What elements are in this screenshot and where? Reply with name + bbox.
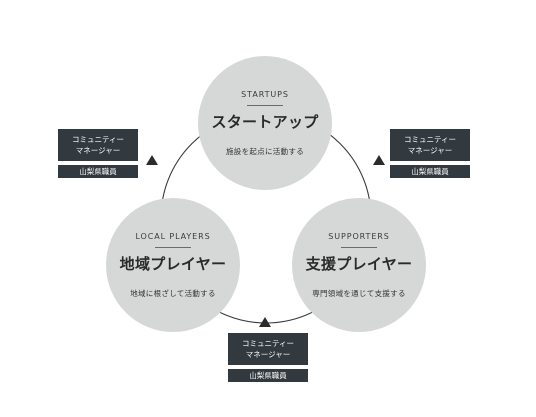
badge-line-2: マネージャー xyxy=(75,146,121,155)
badge-line-2: マネージャー xyxy=(245,350,291,359)
triangle-marker-icon xyxy=(259,317,271,327)
community-manager-badge-left: コミュニティー マネージャー 山梨県職員 xyxy=(58,129,138,178)
badge-line-1: コミュニティー xyxy=(241,339,295,348)
startups-circle: STARTUPS スタートアップ 施設を起点に活動する xyxy=(198,56,332,190)
supporters-circle: SUPPORTERS 支援プレイヤー 専門領域を通じて支援する xyxy=(292,198,426,332)
supporters-divider xyxy=(341,246,377,248)
supporters-jp-label: 支援プレイヤー xyxy=(305,254,413,273)
startups-divider xyxy=(247,104,283,106)
local-players-divider xyxy=(155,246,191,248)
staff-label: 山梨県職員 xyxy=(228,369,308,382)
community-manager-badge-bottom: コミュニティー マネージャー 山梨県職員 xyxy=(228,333,308,382)
local-players-jp-label: 地域プレイヤー xyxy=(119,254,227,273)
supporters-en-label: SUPPORTERS xyxy=(328,231,390,241)
local-players-circle: LOCAL PLAYERS 地域プレイヤー 地域に根ざして活動する xyxy=(106,198,240,332)
community-manager-badge-right: コミュニティー マネージャー 山梨県職員 xyxy=(390,129,470,178)
triangle-marker-icon xyxy=(146,155,158,165)
badge-line-1: コミュニティー xyxy=(403,135,457,144)
triangle-marker-icon xyxy=(373,155,385,165)
community-manager-label: コミュニティー マネージャー xyxy=(390,129,470,161)
local-players-description: 地域に根ざして活動する xyxy=(130,288,216,298)
staff-label: 山梨県職員 xyxy=(58,165,138,178)
supporters-description: 専門領域を通じて支援する xyxy=(312,288,406,298)
startups-description: 施設を起点に活動する xyxy=(226,146,304,156)
badge-line-2: マネージャー xyxy=(407,146,453,155)
community-manager-label: コミュニティー マネージャー xyxy=(58,129,138,161)
badge-line-1: コミュニティー xyxy=(71,135,125,144)
startups-jp-label: スタートアップ xyxy=(211,112,319,131)
local-players-en-label: LOCAL PLAYERS xyxy=(135,231,211,241)
startups-en-label: STARTUPS xyxy=(241,89,289,99)
staff-label: 山梨県職員 xyxy=(390,165,470,178)
community-manager-label: コミュニティー マネージャー xyxy=(228,333,308,365)
